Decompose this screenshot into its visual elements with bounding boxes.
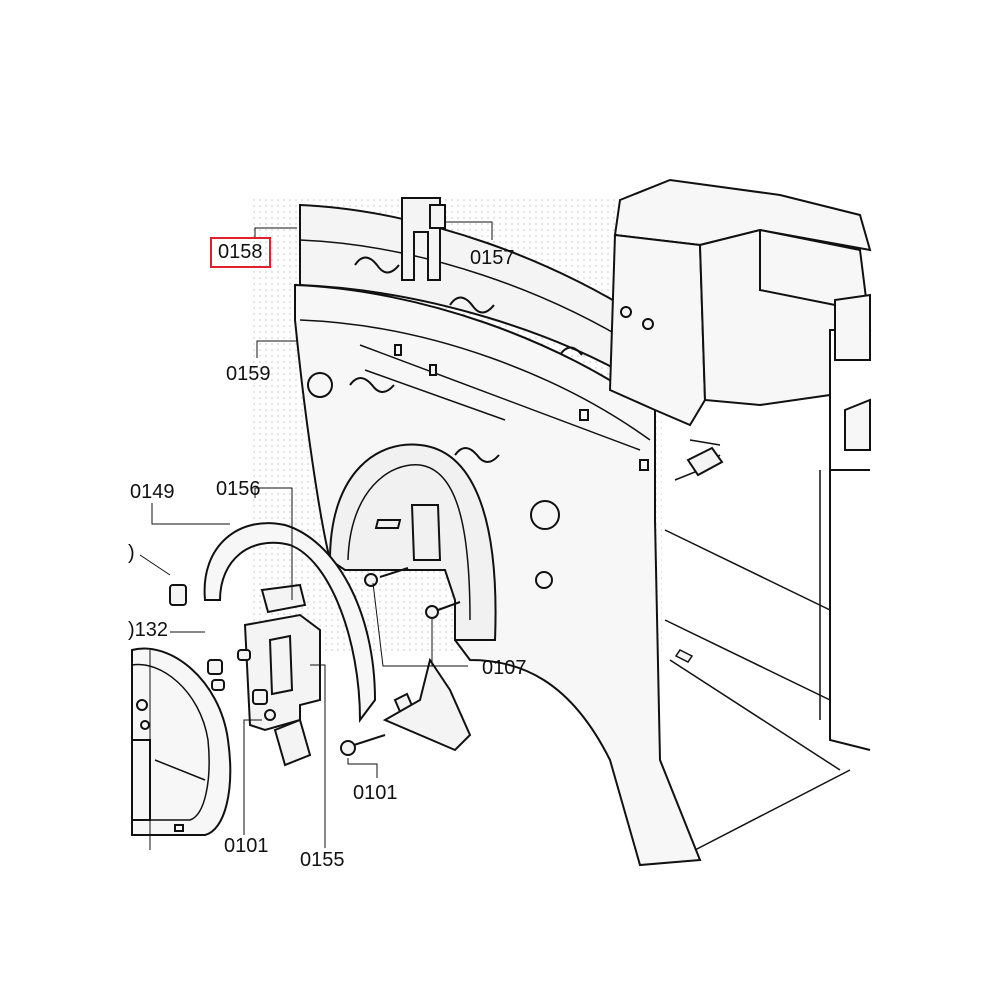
body-interior-lines bbox=[664, 439, 851, 851]
leader-lines bbox=[139, 221, 493, 850]
label-0149: 0149 bbox=[130, 481, 175, 503]
trim-ring-0149 bbox=[203, 522, 377, 723]
small-parts bbox=[169, 567, 461, 756]
label-0159: 0159 bbox=[226, 363, 271, 385]
label-0156: 0156 bbox=[216, 478, 261, 500]
label-cut-left: ) bbox=[128, 542, 135, 564]
lower-bracket bbox=[382, 657, 472, 752]
door-frame-0132 bbox=[131, 647, 232, 836]
label-0101-right: 0101 bbox=[353, 782, 398, 804]
label-0132: )132 bbox=[128, 619, 169, 641]
bracket-0157 bbox=[401, 197, 446, 281]
label-0158: 0158 bbox=[210, 237, 271, 268]
front-panel-0159 bbox=[294, 283, 702, 867]
machine-body bbox=[608, 178, 872, 751]
label-0107: 0107 bbox=[482, 657, 527, 679]
side-clip bbox=[686, 446, 724, 477]
label-0101-left: 0101 bbox=[224, 835, 269, 857]
door-opening bbox=[328, 443, 497, 641]
label-0155: 0155 bbox=[300, 849, 345, 871]
label-0157: 0157 bbox=[470, 247, 515, 269]
